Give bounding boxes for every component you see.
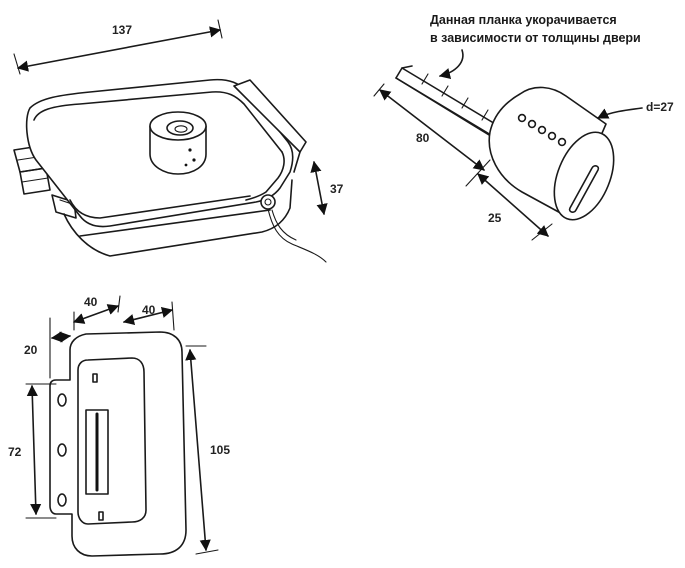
dim-plate-top-left: 40 — [72, 295, 121, 331]
dim-plate-top-right-label: 40 — [142, 303, 156, 317]
strike-plate-drawing: 20 40 40 72 105 — [8, 295, 230, 557]
dim-lock-height: 37 — [310, 160, 344, 216]
dim-strip-length: 80 — [373, 83, 485, 171]
lock-body-drawing: 137 37 — [13, 19, 344, 263]
cylinder-body — [488, 86, 615, 221]
lock-cable-port — [260, 194, 327, 263]
dim-strip-length-label: 80 — [416, 131, 430, 145]
dim-plate-height: 105 — [185, 345, 230, 555]
dim-plate-offset: 20 — [24, 317, 72, 379]
dim-cylinder-diameter-label: d=27 — [646, 100, 674, 114]
dim-plate-hole-span-label: 72 — [8, 445, 22, 459]
dim-cylinder-length-label: 25 — [488, 211, 502, 225]
dim-lock-width: 137 — [13, 19, 223, 75]
dim-plate-offset-label: 20 — [24, 343, 38, 357]
dim-lock-width-label: 137 — [112, 23, 132, 37]
cylinder-strip — [395, 65, 503, 139]
dim-plate-top-right: 40 — [122, 301, 175, 331]
note-line-1: Данная планка укорачивается — [430, 13, 617, 27]
dim-plate-height-label: 105 — [210, 443, 230, 457]
strike-plate-outline — [49, 331, 187, 557]
dim-plate-hole-span: 72 — [8, 383, 57, 519]
note-line-2: в зависимости от толщины двери — [430, 31, 641, 45]
dim-cylinder-length: 25 — [465, 159, 553, 241]
dim-lock-height-label: 37 — [330, 182, 344, 196]
lock-top-cylinder — [149, 111, 207, 175]
key-cylinder-drawing: Данная планка укорачивается в зависимост… — [373, 13, 674, 241]
dim-plate-top-left-label: 40 — [84, 295, 98, 309]
lock-side-bracket — [233, 79, 307, 153]
